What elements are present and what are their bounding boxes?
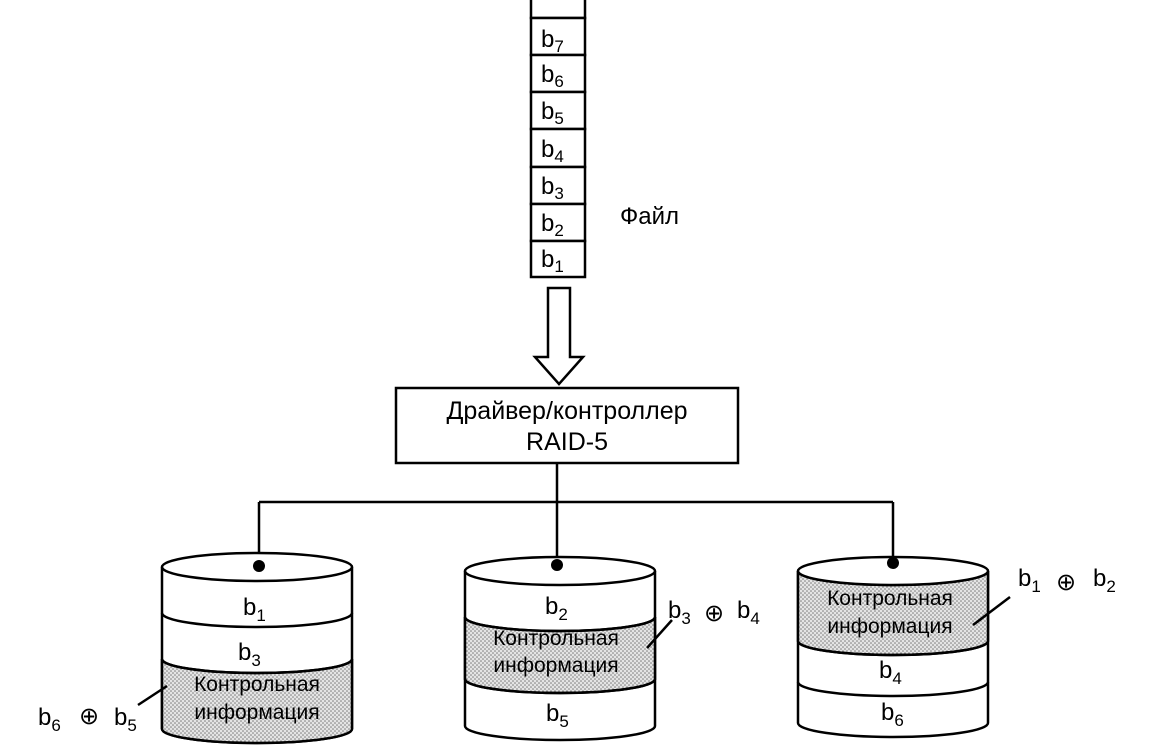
svg-text:b2: b2 <box>541 210 564 240</box>
svg-text:b1: b1 <box>1018 565 1041 596</box>
file-block-b2: b2 <box>529 202 587 243</box>
disk-2-leader-line <box>646 619 673 649</box>
disk-1-leader-line <box>137 684 168 707</box>
down-arrow <box>532 286 586 386</box>
svg-text:b5: b5 <box>541 98 564 128</box>
disk-3-connector <box>887 557 899 569</box>
disk-1-parity-line1: Контрольная <box>194 673 320 696</box>
xor-icon: ⊕ <box>79 703 99 730</box>
svg-text:b7: b7 <box>541 26 564 56</box>
file-block-stack: b7 b6 b5 b4 b3 b2 b1 <box>529 0 587 279</box>
raid-controller: Драйвер/контроллер RAID-5 <box>394 386 740 465</box>
file-block-b7: b7 <box>529 16 587 57</box>
disk-1-block-1: b1 <box>243 594 266 625</box>
xor-icon: ⊕ <box>704 600 724 627</box>
disk-3-parity-line2: информация <box>827 615 952 638</box>
disk-3: Контрольная информация b4 b6 <box>796 555 990 739</box>
file-block-b6: b6 <box>529 53 587 94</box>
disk-2-parity-line1: Контрольная <box>493 627 619 650</box>
file-block-b5: b5 <box>529 90 587 131</box>
file-block-b3: b3 <box>529 165 587 206</box>
file-block-b1: b1 <box>529 239 587 279</box>
disk-3-block-1: b4 <box>879 657 902 688</box>
disk-3-leader-line <box>972 596 1011 626</box>
svg-text:b6: b6 <box>38 704 61 735</box>
disk-1-parity-line2: информация <box>194 701 319 724</box>
svg-text:b2: b2 <box>1093 565 1116 596</box>
controller-subtitle: RAID-5 <box>526 428 608 456</box>
svg-text:b3: b3 <box>541 173 564 203</box>
disk-2-parity-line2: информация <box>493 654 618 677</box>
disk-1-block-2: b3 <box>238 639 261 670</box>
svg-text:b1: b1 <box>541 246 564 276</box>
disk-1-parity-label: b6 ⊕ b5 <box>38 703 137 735</box>
svg-text:b4: b4 <box>541 136 564 166</box>
file-label: Файл <box>620 203 679 230</box>
svg-text:b5: b5 <box>114 704 137 735</box>
xor-icon: ⊕ <box>1056 569 1076 596</box>
bus-lines <box>257 463 895 566</box>
disk-1: b1 b3 Контрольная информация <box>160 551 354 745</box>
disk-2-block-1: b2 <box>545 593 568 624</box>
svg-text:b4: b4 <box>737 597 760 628</box>
file-block-top <box>529 0 587 20</box>
disk-2: b2 Контрольная информация b5 <box>463 555 657 742</box>
disk-2-block-2: b5 <box>546 700 569 731</box>
controller-title: Драйвер/контроллер <box>446 397 687 425</box>
disk-1-connector <box>253 560 265 572</box>
disk-3-parity-label: b1 ⊕ b2 <box>1018 565 1116 596</box>
disk-3-block-2: b6 <box>881 699 904 730</box>
disk-2-parity-label: b3 ⊕ b4 <box>668 597 760 628</box>
disk-2-connector <box>551 559 563 571</box>
svg-text:b3: b3 <box>668 597 691 628</box>
disk-3-parity-line1: Контрольная <box>827 587 953 610</box>
svg-text:b6: b6 <box>541 61 564 91</box>
file-block-b4: b4 <box>529 127 587 169</box>
